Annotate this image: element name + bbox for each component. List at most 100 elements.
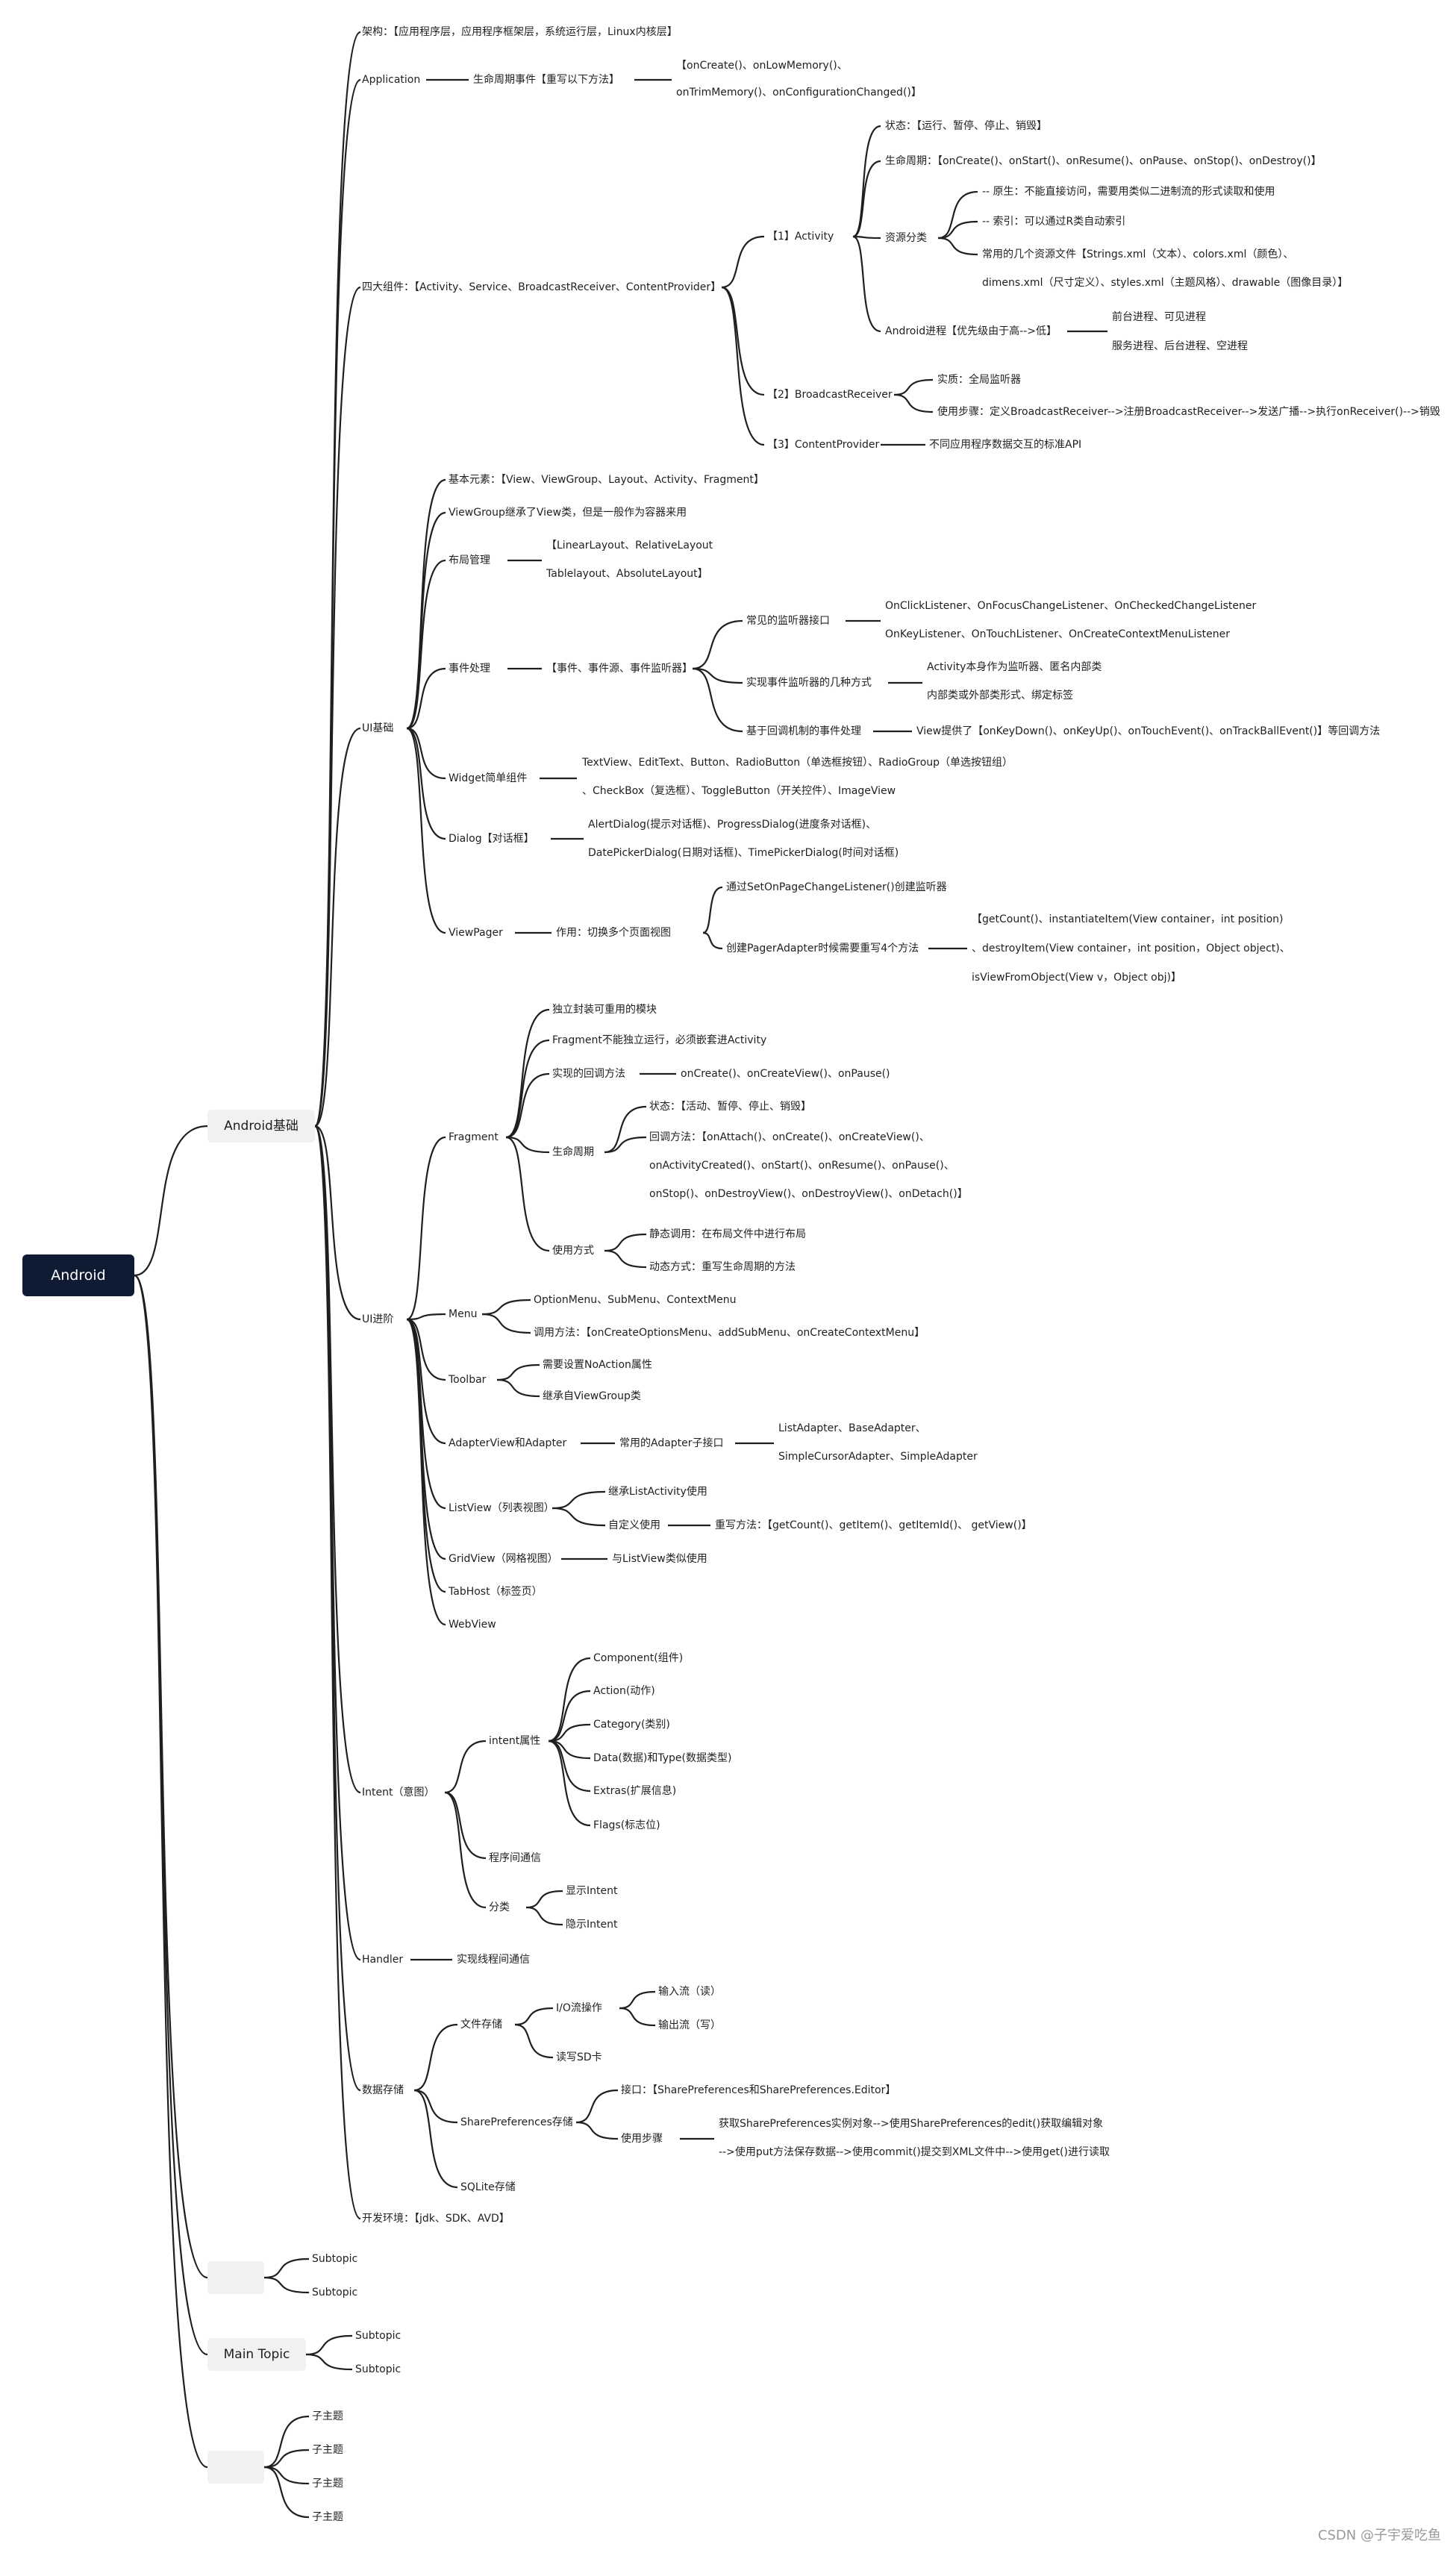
intent-attr-extras[interactable]: Extras(扩展信息) [593,1785,677,1797]
ui-basic-node[interactable]: UI基础 [362,722,394,734]
gridview-node[interactable]: GridView（网格视图） [449,1553,558,1565]
storage-sp-iface[interactable]: 接口：【SharePreferences和SharePreferences.Ed… [621,2084,896,2096]
subtopic-1[interactable]: Subtopic [312,2253,358,2265]
viewpager-node[interactable]: ViewPager [449,927,503,939]
toolbar-node[interactable]: Toolbar [449,1374,487,1386]
app-lifecycle-node[interactable]: 生命周期事件【重写以下方法】 [473,74,619,86]
frag-nested[interactable]: Fragment不能独立运行，必须嵌套进Activity [552,1034,767,1046]
ui-viewgroup[interactable]: ViewGroup继承了View类，但是一般作为容器来用 [449,507,687,519]
adapter-common[interactable]: 常用的Adapter子接口 [619,1437,724,1449]
widget-list[interactable]: TextView、EditText、Button、RadioButton（单选框… [582,757,1013,797]
intent-comm[interactable]: 程序间通信 [489,1852,541,1864]
main-topic-blank-2[interactable] [207,2451,264,2484]
activity-process[interactable]: Android进程【优先级由于高-->低】 [885,325,1057,337]
subtopic-2[interactable]: Subtopic [312,2287,358,2299]
webview-node[interactable]: WebView [449,1619,496,1631]
ui-advanced-node[interactable]: UI进阶 [362,1313,394,1325]
viewpager-adapter[interactable]: 创建PagerAdapter时候需要重写4个方法 [726,943,919,954]
frag-state[interactable]: 状态：【活动、暂停、停止、销毁】 [649,1101,811,1113]
app-methods-node[interactable]: 【onCreate()、onLowMemory()、onTrimMemory()… [676,60,922,99]
menu-methods[interactable]: 调用方法：【onCreateOptionsMenu、addSubMenu、onC… [534,1327,925,1339]
storage-sd[interactable]: 读写SD卡 [556,2051,602,2063]
main-topic-blank-1[interactable] [207,2261,264,2294]
toolbar-2[interactable]: 继承自ViewGroup类 [543,1390,641,1402]
intent-node[interactable]: Intent（意图） [362,1787,435,1799]
subtopic-4[interactable]: Subtopic [355,2363,402,2375]
listview-override[interactable]: 重写方法：【getCount()、getItem()、getItemId()、 … [715,1519,1032,1531]
receiver-essence[interactable]: 实质：全局监听器 [937,374,1021,386]
main-topic-main[interactable]: Main Topic [207,2338,306,2371]
dialog-list[interactable]: AlertDialog(提示对话框)、ProgressDialog(进度条对话框… [588,819,899,859]
receiver-steps[interactable]: 使用步骤：定义BroadcastReceiver-->注册BroadcastRe… [937,406,1440,418]
frag-lifecycle[interactable]: 生命周期 [552,1146,594,1158]
ui-event-desc[interactable]: 【事件、事件源、事件监听器】 [546,663,693,675]
listview-1[interactable]: 继承ListActivity使用 [608,1486,707,1498]
intent-explicit[interactable]: 显示Intent [566,1885,618,1897]
intent-attr-data[interactable]: Data(数据)和Type(数据类型) [593,1752,732,1764]
content-provider-node[interactable]: 【3】ContentProvider [767,439,880,451]
menu-types[interactable]: OptionMenu、SubMenu、ContextMenu [534,1294,737,1306]
frag-callbacks[interactable]: 实现的回调方法 [552,1068,625,1080]
process-2[interactable]: 服务进程、后台进程、空进程 [1112,340,1248,352]
activity-state[interactable]: 状态：【运行、暂停、停止、销毁】 [885,120,1047,132]
ui-event[interactable]: 事件处理 [449,663,490,675]
intent-types[interactable]: 分类 [489,1901,510,1913]
arch-node[interactable]: 架构：【应用程序层，应用程序框架层，系统运行层，Linux内核层】 [362,26,678,38]
viewpager-listener[interactable]: 通过SetOnPageChangeListener()创建监听器 [726,881,947,893]
listview-2[interactable]: 自定义使用 [608,1519,660,1531]
toolbar-1[interactable]: 需要设置NoAction属性 [543,1359,652,1371]
storage-file[interactable]: 文件存储 [460,2019,502,2031]
handler-desc[interactable]: 实现线程间通信 [457,1954,530,1966]
ui-elements[interactable]: 基本元素：【View、ViewGroup、Layout、Activity、Fra… [449,474,764,486]
storage-out[interactable]: 输出流（写） [658,2019,721,2031]
storage-sp-steps[interactable]: 使用步骤 [621,2133,663,2145]
menu-node[interactable]: Menu [449,1308,478,1320]
frag-dynamic[interactable]: 动态方式：重写生命周期的方法 [649,1261,796,1273]
res-files[interactable]: 常用的几个资源文件【Strings.xml（文本）、colors.xml（颜色）… [982,249,1349,289]
ev-ways-list[interactable]: Activity本身作为监听器、匿名内部类内部类或外部类形式、绑定标签 [927,661,1102,701]
gridview-desc[interactable]: 与ListView类似使用 [612,1553,707,1565]
frag-callback-list[interactable]: 回调方法：【onAttach()、onCreate()、onCreateView… [649,1131,968,1200]
widget-node[interactable]: Widget简单组件 [449,772,528,784]
sub-theme-1[interactable]: 子主题 [312,2410,343,2422]
viewpager-use[interactable]: 作用：切换多个页面视图 [556,927,671,939]
activity-node[interactable]: 【1】Activity [767,231,834,243]
ev-common-list[interactable]: OnClickListener、OnFocusChangeListener、On… [885,600,1257,640]
sub-theme-3[interactable]: 子主题 [312,2478,343,2490]
intent-implicit[interactable]: 隐示Intent [566,1919,618,1931]
four-components-node[interactable]: 四大组件：【Activity、Service、BroadcastReceiver… [362,281,722,293]
dialog-node[interactable]: Dialog【对话框】 [449,833,534,845]
ev-ways[interactable]: 实现事件监听器的几种方式 [746,677,872,689]
sub-theme-4[interactable]: 子主题 [312,2511,343,2523]
tabhost-node[interactable]: TabHost（标签页） [449,1586,543,1598]
adapter-list[interactable]: ListAdapter、BaseAdapter、SimpleCursorAdap… [778,1422,978,1463]
frag-callbacks-desc[interactable]: onCreate()、onCreateView()、onPause() [681,1068,890,1080]
fragment-node[interactable]: Fragment [449,1131,499,1143]
process-1[interactable]: 前台进程、可见进程 [1112,311,1206,323]
intent-attr-category[interactable]: Category(类别) [593,1719,670,1731]
ev-common[interactable]: 常见的监听器接口 [746,615,830,627]
activity-lifecycle[interactable]: 生命周期：【onCreate()、onStart()、onResume()、on… [885,155,1322,167]
intent-attrs[interactable]: intent属性 [489,1735,541,1747]
viewpager-methods[interactable]: 【getCount()、instantiateItem(View contain… [972,913,1290,984]
storage-in[interactable]: 输入流（读） [658,1986,721,1998]
adapterview-node[interactable]: AdapterView和Adapter [449,1437,567,1449]
dev-env-node[interactable]: 开发环境：【jdk、SDK、AVD】 [362,2213,510,2225]
root-node[interactable]: Android [22,1254,134,1296]
frag-static[interactable]: 静态调用：在布局文件中进行布局 [649,1228,806,1240]
listview-node[interactable]: ListView（列表视图） [449,1502,554,1514]
storage-node[interactable]: 数据存储 [362,2084,404,2096]
storage-sp-step-list[interactable]: 获取SharePreferences实例对象-->使用SharePreferen… [719,2118,1110,2158]
content-provider-desc[interactable]: 不同应用程序数据交互的标准API [929,439,1082,451]
main-topic-android-basic[interactable]: Android基础 [207,1110,315,1143]
frag-reusable[interactable]: 独立封装可重用的模块 [552,1004,657,1016]
subtopic-3[interactable]: Subtopic [355,2330,402,2342]
storage-io[interactable]: I/O流操作 [556,2002,602,2014]
res-index[interactable]: -- 索引：可以通过R类自动索引 [982,216,1126,228]
application-node[interactable]: Application [362,74,421,86]
storage-sp[interactable]: SharePreferences存储 [460,2116,573,2128]
ev-callback-desc[interactable]: View提供了【onKeyDown()、onKeyUp()、onTouchEve… [916,725,1381,737]
intent-attr-action[interactable]: Action(动作) [593,1685,655,1697]
sub-theme-2[interactable]: 子主题 [312,2444,343,2456]
frag-usage[interactable]: 使用方式 [552,1245,594,1257]
